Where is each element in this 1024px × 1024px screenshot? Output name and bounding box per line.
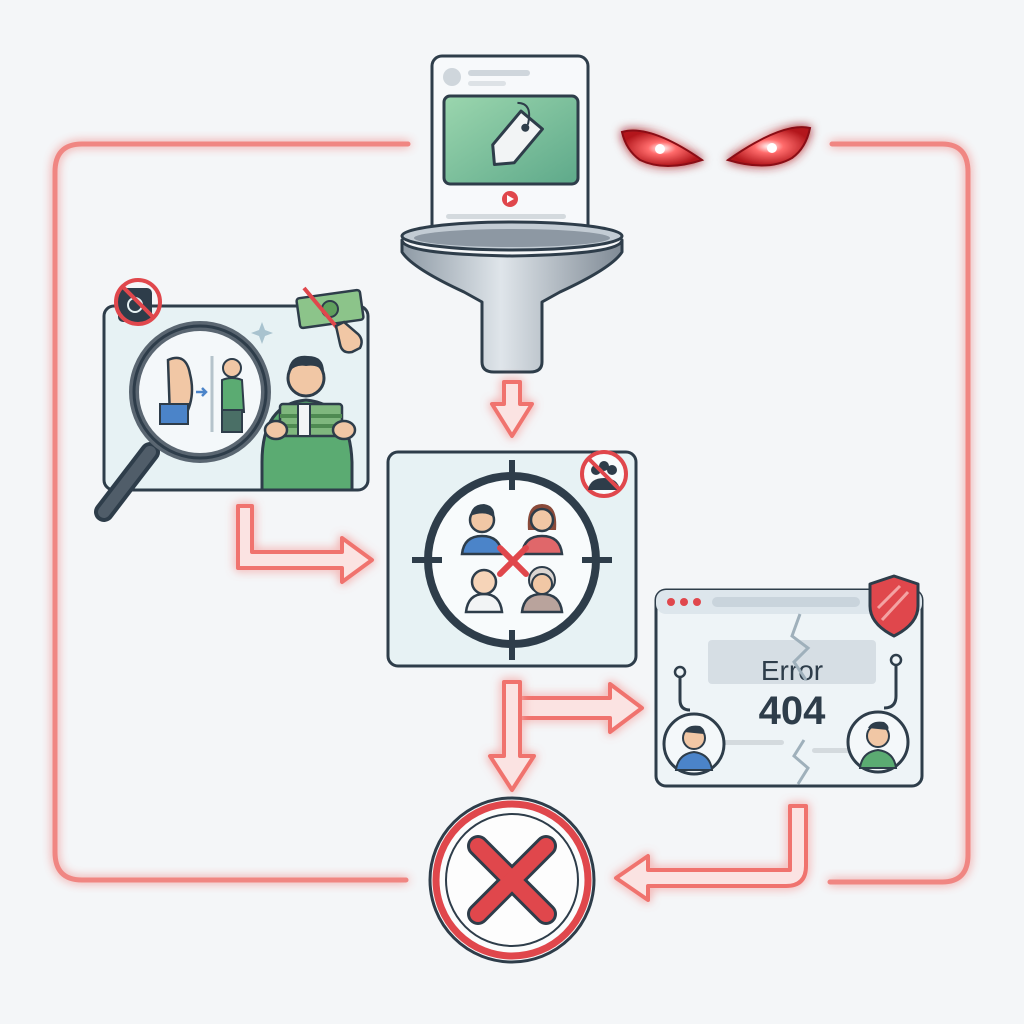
baby-avatar: [464, 568, 504, 614]
arrow-down-to-target: [490, 380, 534, 438]
targeting-panel: [386, 450, 638, 668]
crack-line: [790, 613, 811, 681]
woman-avatar: [520, 504, 564, 556]
no-weight-scale-icon: [114, 278, 162, 326]
window-maximize-dot: [693, 598, 701, 606]
loop-right-line: [827, 141, 971, 885]
magnifier-icon: [94, 321, 271, 522]
arrow-error-to-reject: [614, 804, 808, 902]
loop-left-line: [52, 141, 411, 883]
window-minimize-dot: [680, 598, 688, 606]
shield-warning-icon: [868, 574, 920, 638]
elderly-avatar: [520, 566, 564, 614]
person-with-money-icon: [260, 355, 357, 492]
price-tag-icon: [491, 101, 544, 167]
arrow-claims-to-target: [236, 504, 374, 584]
hooked-user-icon: [846, 653, 910, 774]
funnel-icon: [400, 220, 624, 374]
error-title: Error: [761, 655, 823, 686]
ad-post-card: [430, 54, 590, 248]
sparkle-icon: [251, 322, 273, 344]
pointing-hand-icon: [334, 320, 363, 354]
arrow-target-to-error: [518, 682, 644, 734]
feedback-loop: [52, 141, 971, 885]
window-close-dot: [667, 598, 675, 606]
no-money-icon: [295, 286, 365, 354]
sad-user-hooked-icon: [662, 665, 726, 776]
no-group-icon: [580, 450, 628, 498]
error-page-window: Error 404: [654, 574, 924, 788]
arrow-target-to-reject: [488, 680, 536, 792]
x-circle-icon: [428, 796, 596, 964]
glowing-eyes-icon: [620, 126, 812, 167]
deceptive-claims-panel: [94, 278, 370, 522]
error-code: 404: [759, 689, 826, 733]
man-avatar: [460, 504, 504, 556]
before-after-figures: [159, 356, 246, 433]
cross-mark-icon: [497, 545, 529, 577]
